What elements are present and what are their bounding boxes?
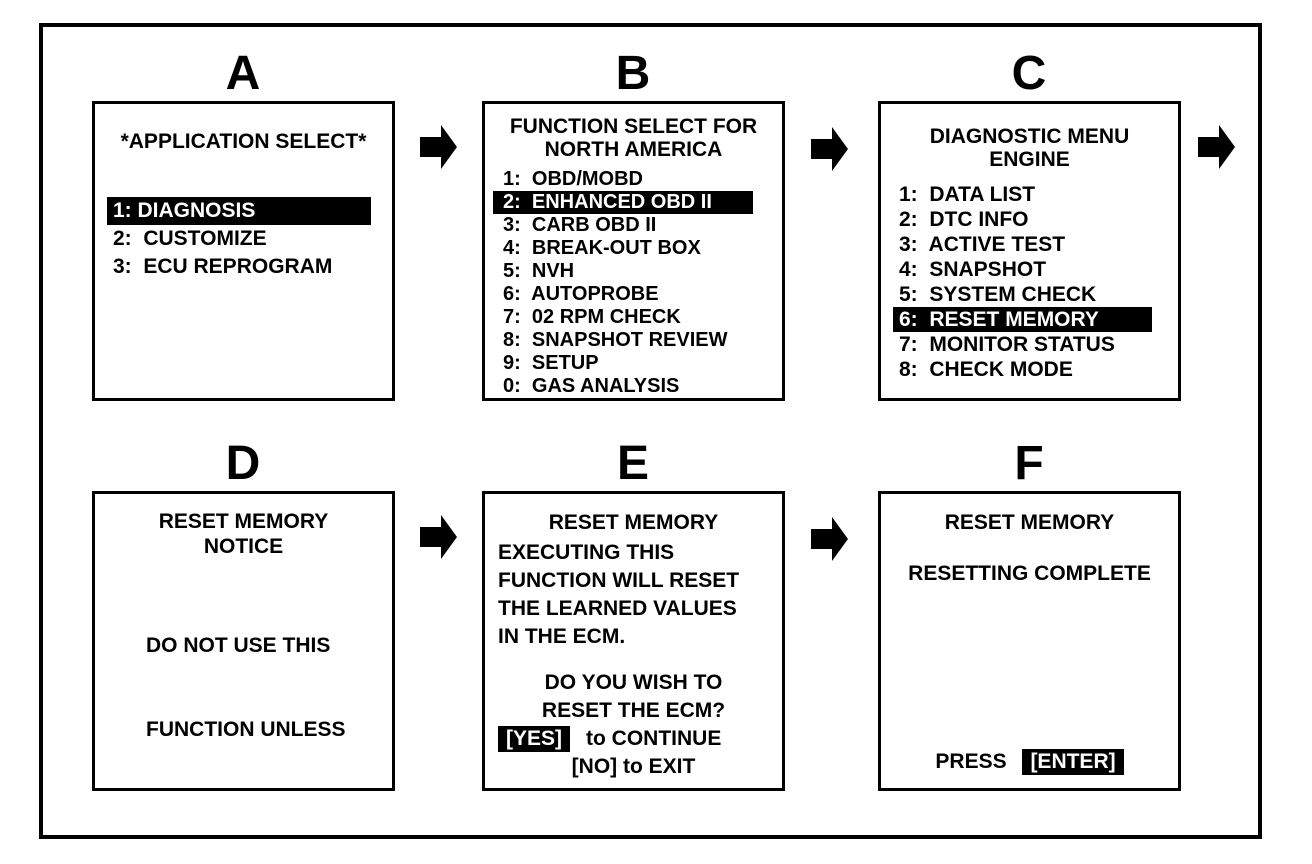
screen-title: FUNCTION SELECT FOR: [509, 115, 758, 138]
prompt-line: DO YOU WISH TO: [544, 671, 723, 694]
notice-line: FUNCTION UNLESS: [146, 718, 346, 741]
panel-b: B FUNCTION SELECT FOR NORTH AMERICA 1: O…: [482, 46, 785, 401]
menu-item: 5: NVH: [503, 260, 575, 282]
screen-reset-memory-notice: RESET MEMORY NOTICE DO NOT USE THIS FUNC…: [92, 491, 395, 791]
enter-key: [ENTER]: [1022, 749, 1124, 775]
menu-item: 4: SNAPSHOT: [899, 258, 1047, 281]
menu-item: 2: ENHANCED OBD II: [493, 191, 753, 214]
panel-f: F RESET MEMORY RESETTING COMPLETE PRESS …: [878, 436, 1181, 791]
flow-arrow-icon: [811, 517, 848, 561]
menu-item: 3: ACTIVE TEST: [899, 233, 1066, 256]
yes-action-label: to CONTINUE: [586, 727, 722, 750]
menu-item: 6: RESET MEMORY: [893, 307, 1152, 332]
flow-arrow-icon: [420, 515, 457, 559]
screen-title: NORTH AMERICA: [544, 138, 723, 161]
yes-key: [YES]: [498, 726, 571, 752]
menu-item: 7: 02 RPM CHECK: [503, 306, 681, 328]
menu-item: 5: SYSTEM CHECK: [899, 283, 1097, 306]
screen-application-select: *APPLICATION SELECT* 1: DIAGNOSIS 2: CUS…: [92, 101, 395, 401]
panel-c: C DIAGNOSTIC MENU ENGINE 1: DATA LIST 2:…: [878, 46, 1181, 401]
screen-title: ENGINE: [989, 148, 1070, 171]
warning-text: EXECUTING THIS FUNCTION WILL RESET THE L…: [485, 539, 782, 651]
screen-title: *APPLICATION SELECT*: [120, 130, 367, 153]
panel-label-d: D: [225, 437, 262, 490]
panel-d: D RESET MEMORY NOTICE DO NOT USE THIS FU…: [92, 436, 395, 791]
screen-title: RESET MEMORY: [548, 511, 719, 534]
menu-list: 1: DATA LIST 2: DTC INFO 3: ACTIVE TEST …: [881, 182, 1178, 382]
warning-line: EXECUTING THIS: [498, 541, 675, 564]
panel-label-b: B: [615, 47, 652, 100]
panel-label-f: F: [1014, 437, 1045, 490]
menu-item: 6: AUTOPROBE: [503, 283, 659, 305]
menu-item: 4: BREAK-OUT BOX: [503, 237, 701, 259]
panel-e: E RESET MEMORY EXECUTING THIS FUNCTION W…: [482, 436, 785, 791]
menu-item: 1: OBD/MOBD: [503, 168, 643, 190]
panel-label-a: A: [225, 47, 262, 100]
screen-resetting-complete: RESET MEMORY RESETTING COMPLETE PRESS [E…: [878, 491, 1181, 791]
menu-item: 2: DTC INFO: [899, 208, 1029, 231]
screen-reset-memory-confirm: RESET MEMORY EXECUTING THIS FUNCTION WIL…: [482, 491, 785, 791]
panel-a: A *APPLICATION SELECT* 1: DIAGNOSIS 2: C…: [92, 46, 395, 401]
figure-border: [39, 23, 1262, 839]
prompt-line: RESET THE ECM?: [541, 699, 726, 722]
menu-item: 8: SNAPSHOT REVIEW: [503, 329, 728, 351]
menu-item: 3: ECU REPROGRAM: [113, 255, 333, 278]
flow-arrow-icon: [420, 125, 457, 169]
menu-list: 1: OBD/MOBD 2: ENHANCED OBD II 3: CARB O…: [485, 168, 782, 398]
screen-title: RESET MEMORY: [944, 511, 1115, 534]
panel-label-e: E: [616, 437, 650, 490]
confirm-prompt: DO YOU WISH TO RESET THE ECM? [YES] to C…: [485, 669, 782, 781]
menu-item: 2: CUSTOMIZE: [113, 227, 267, 250]
screen-function-select: FUNCTION SELECT FOR NORTH AMERICA 1: OBD…: [482, 101, 785, 401]
notice-paragraph: DO NOT USE THIS FUNCTION UNLESS INSTRUCT…: [95, 576, 392, 788]
menu-item: 1: DATA LIST: [899, 183, 1036, 206]
menu-item: 9: SETUP: [503, 352, 599, 374]
press-label: PRESS: [935, 750, 1007, 773]
warning-line: FUNCTION WILL RESET: [498, 569, 740, 592]
flow-arrow-icon: [1198, 125, 1235, 169]
notice-line: DO NOT USE THIS: [146, 634, 331, 657]
no-option-row: [NO] to EXIT: [571, 755, 696, 778]
panel-label-c: C: [1011, 47, 1048, 100]
menu-item: 1: DIAGNOSIS: [107, 197, 371, 225]
menu-item: 3: CARB OBD II: [503, 214, 657, 236]
screen-title: DIAGNOSTIC MENU: [929, 125, 1130, 148]
menu-item: 0: GAS ANALYSIS: [503, 375, 680, 397]
menu-list: 1: DIAGNOSIS 2: CUSTOMIZE 3: ECU REPROGR…: [95, 197, 392, 281]
press-enter-row: PRESS [ENTER]: [881, 748, 1178, 776]
flow-arrow-icon: [811, 127, 848, 171]
warning-line: THE LEARNED VALUES: [498, 597, 737, 620]
screen-diagnostic-menu: DIAGNOSTIC MENU ENGINE 1: DATA LIST 2: D…: [878, 101, 1181, 401]
yes-option-row: [YES] to CONTINUE: [485, 725, 782, 753]
screen-title: NOTICE: [203, 535, 284, 558]
menu-item: 8: CHECK MODE: [899, 358, 1073, 381]
screen-title: RESET MEMORY: [158, 510, 329, 533]
status-text: RESETTING COMPLETE: [908, 562, 1151, 585]
warning-line: IN THE ECM.: [498, 625, 626, 648]
menu-item: 7: MONITOR STATUS: [899, 333, 1115, 356]
